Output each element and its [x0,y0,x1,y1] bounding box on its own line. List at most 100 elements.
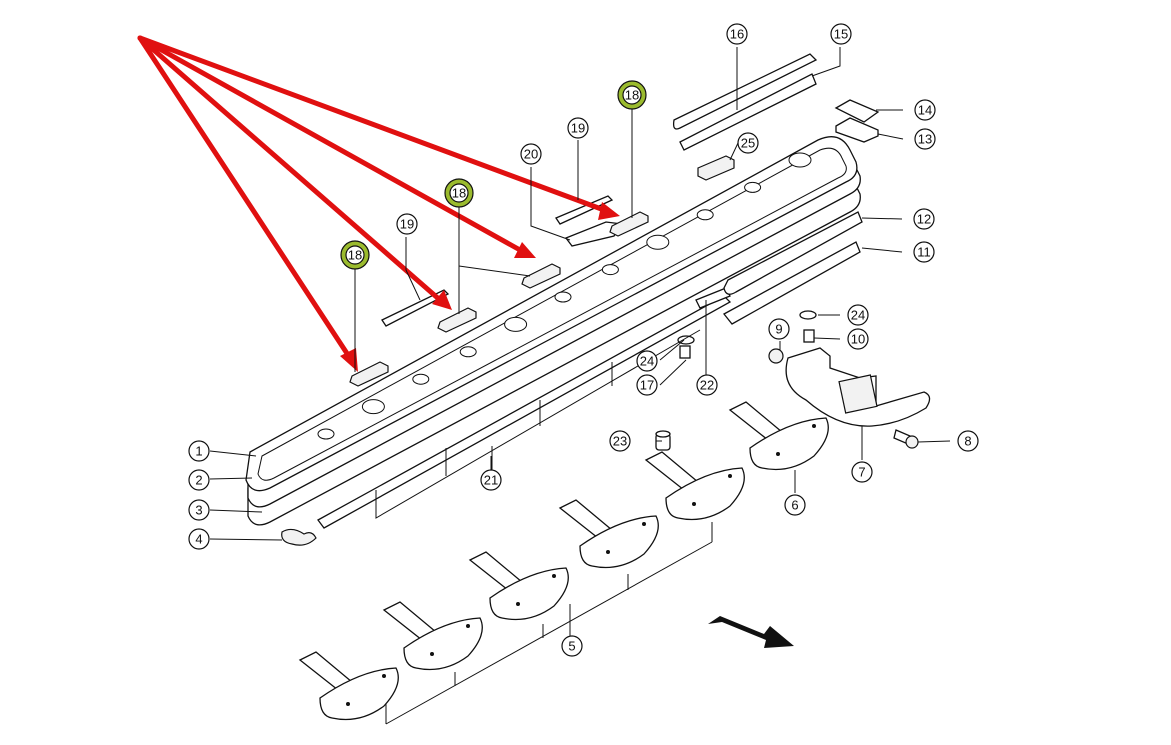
svg-text:18: 18 [625,88,639,103]
callout-7: 7 [851,461,873,483]
svg-text:14: 14 [918,103,932,118]
svg-text:12: 12 [917,212,931,227]
svg-text:8: 8 [964,434,971,449]
callout-24-a: 24 [636,350,658,372]
callout-15: 15 [830,23,852,45]
svg-text:15: 15 [834,27,848,42]
guard-6 [728,401,829,471]
callout-2: 2 [188,469,210,491]
nut-9 [768,348,784,364]
bearing-hole [317,428,335,440]
callout-10: 10 [847,328,869,350]
bushing-23 [655,430,671,451]
bar-16 [672,53,818,130]
callout-16: 16 [726,23,748,45]
svg-text:19: 19 [400,217,414,232]
bearing-hole [554,291,572,303]
guards-group [298,401,829,721]
leader-21 [375,329,701,519]
svg-text:18: 18 [348,248,362,263]
callout-11: 11 [913,241,935,263]
svg-text:21: 21 [484,473,498,488]
knife-back-21 [317,295,732,529]
svg-text:3: 3 [195,503,202,518]
svg-text:20: 20 [524,147,538,162]
callout-18-highlighted-1: 18 [340,240,370,270]
callout-18-highlighted-3: 18 [617,80,647,110]
callout-18-highlighted-2: 18 [444,178,474,208]
callout-25: 25 [737,132,759,154]
bolt-17 [679,345,691,359]
bearing-hole [744,181,762,193]
bearing-hole [504,316,528,332]
bolt-10 [803,329,815,343]
bearing-hole [696,209,714,221]
callout-leaders [209,47,951,541]
rail-12 [723,211,863,295]
callouts: 1 2 3 4 5 6 7 8 9 10 11 12 13 14 15 16 1… [188,23,979,657]
callout-13: 13 [914,128,936,150]
wing-nut-4 [281,528,317,546]
callout-14: 14 [914,99,936,121]
bracket-18-2 [437,307,477,333]
svg-text:11: 11 [917,245,931,260]
guard-5 [468,551,569,621]
svg-text:2: 2 [195,473,202,488]
bearing-hole [601,264,619,276]
callout-5: 5 [561,635,583,657]
plate-14 [834,99,880,123]
svg-text:24: 24 [640,354,654,369]
bearing-hole [788,152,812,168]
part-19-left [381,289,450,327]
cutter-bar-plate-1 [245,136,858,492]
callout-19-left: 19 [396,213,418,235]
bracket-18-1 [349,361,389,387]
svg-text:13: 13 [918,132,932,147]
washer-24-b [799,310,817,320]
svg-text:1: 1 [195,444,202,459]
svg-text:19: 19 [571,121,585,136]
bracket-18-4 [609,211,649,237]
bolt-8 [893,429,919,449]
guard-5 [298,651,399,721]
callout-21: 21 [480,469,502,491]
svg-text:6: 6 [791,498,798,513]
bearing-hole [646,234,670,250]
bearing-holes [317,152,812,440]
callout-17: 17 [636,374,658,396]
bearing-hole [459,346,477,358]
callout-9: 9 [768,318,790,340]
svg-text:5: 5 [568,639,575,654]
callout-6: 6 [784,494,806,516]
svg-text:23: 23 [613,434,627,449]
callout-1: 1 [188,440,210,462]
travel-direction-arrow [708,616,794,648]
svg-text:18: 18 [452,186,466,201]
skid-7 [785,347,931,427]
guard-5 [382,601,483,671]
bearing-hole [361,399,385,415]
bar-15 [679,73,817,151]
svg-text:4: 4 [195,532,202,547]
callout-4: 4 [188,528,210,550]
callout-24-b: 24 [847,304,869,326]
leader-guard-5 [385,522,713,725]
annotation-arrows [137,35,620,372]
svg-text:17: 17 [640,378,654,393]
svg-text:24: 24 [851,308,865,323]
plate-13 [835,117,879,143]
guard-5 [558,499,659,569]
bracket-18-3 [521,263,561,289]
callout-12: 12 [913,208,935,230]
rail-11 [723,241,861,325]
svg-text:25: 25 [741,136,755,151]
callout-19-right: 19 [567,117,589,139]
svg-text:16: 16 [730,27,744,42]
knife-strip-22 [695,287,731,309]
callout-22: 22 [696,374,718,396]
part-25 [697,155,735,181]
svg-text:22: 22 [700,378,714,393]
bearing-hole [412,373,430,385]
svg-text:10: 10 [851,332,865,347]
